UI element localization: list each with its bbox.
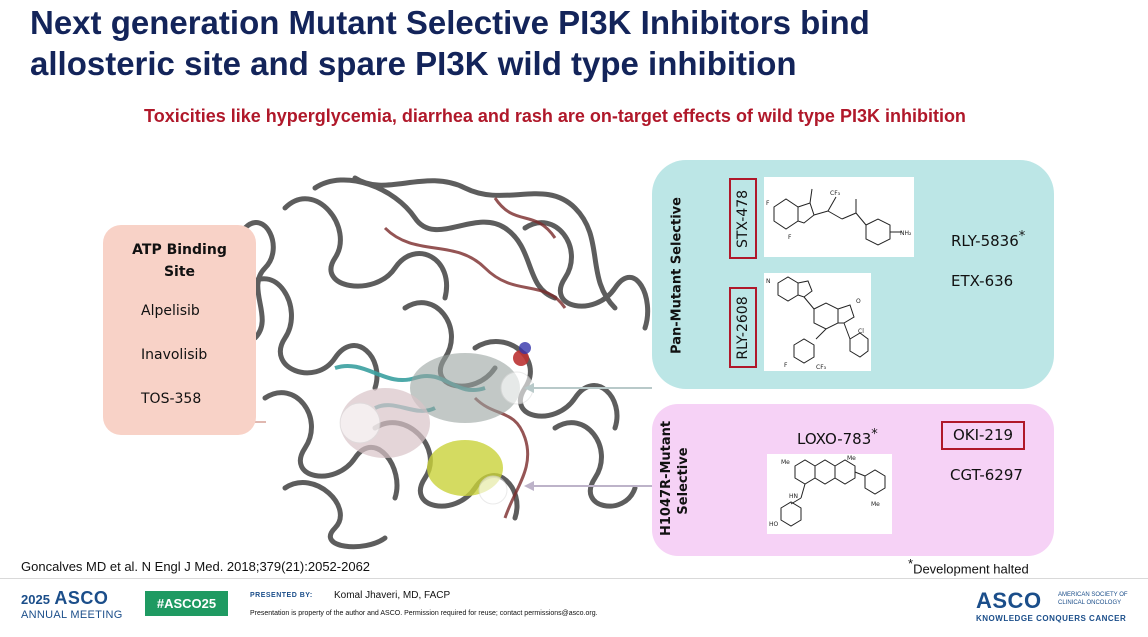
h1047r-mutant-label: H1047R-Mutant Selective bbox=[659, 420, 691, 536]
svg-text:Me: Me bbox=[871, 501, 880, 508]
footer-divider bbox=[0, 578, 1148, 579]
slide-subtitle: Toxicities like hyperglycemia, diarrhea … bbox=[144, 106, 966, 126]
svg-text:Me: Me bbox=[847, 455, 856, 462]
svg-text:HO: HO bbox=[769, 521, 779, 528]
svg-text:Cl: Cl bbox=[858, 328, 864, 335]
pan-mutant-label: Pan-Mutant Selective bbox=[669, 197, 685, 354]
stx-478-highlight: STX-478 bbox=[729, 178, 757, 259]
svg-text:F: F bbox=[784, 362, 788, 369]
rly-2608-highlight: RLY-2608 bbox=[729, 287, 757, 368]
drug-tos-358: TOS-358 bbox=[141, 391, 202, 407]
drug-alpelisib: Alpelisib bbox=[141, 303, 200, 319]
protein-structure-image bbox=[242, 175, 651, 550]
h1047r-mutant-selective-panel: H1047R-Mutant Selective LOXO-783* OKI-21… bbox=[652, 404, 1054, 556]
svg-text:F: F bbox=[788, 234, 792, 241]
drug-inavolisib: Inavolisib bbox=[141, 347, 208, 363]
atp-binding-site-panel: ATP Binding Site Alpelisib Inavolisib TO… bbox=[103, 225, 256, 435]
slide-title: Next generation Mutant Selective PI3K In… bbox=[30, 2, 1130, 84]
svg-text:NH₂: NH₂ bbox=[900, 230, 912, 237]
hashtag-badge: #ASCO25 bbox=[145, 591, 228, 616]
svg-text:Me: Me bbox=[781, 459, 790, 466]
presenter-name: Komal Jhaveri, MD, FACP bbox=[334, 590, 451, 601]
allosteric-pocket-gray bbox=[410, 353, 520, 423]
svg-text:N: N bbox=[766, 278, 771, 285]
drug-cgt-6297: CGT-6297 bbox=[950, 466, 1023, 484]
citation: Goncalves MD et al. N Engl J Med. 2018;3… bbox=[21, 559, 371, 574]
asco-annual-meeting-logo: 2025 ASCO ANNUAL MEETING bbox=[21, 588, 123, 621]
svg-text:CF₃: CF₃ bbox=[830, 190, 841, 197]
presented-by-label: PRESENTED BY: bbox=[250, 592, 313, 599]
title-line-1: Next generation Mutant Selective PI3K In… bbox=[30, 4, 870, 41]
disclaimer: Presentation is property of the author a… bbox=[250, 610, 598, 617]
drug-loxo-783: LOXO-783* bbox=[797, 427, 878, 448]
atp-binding-site-title: ATP Binding Site bbox=[132, 242, 227, 280]
loxo-783-structure-image: Me Me HN HO Me bbox=[767, 454, 892, 534]
drug-rly-5836: RLY-5836* bbox=[951, 229, 1026, 250]
oki-219-highlight: OKI-219 bbox=[941, 421, 1025, 450]
rly-2608-structure-image: N O Cl F CF₃ bbox=[764, 273, 871, 371]
drug-rly-2608: RLY-2608 bbox=[735, 295, 751, 360]
pan-mutant-selective-panel: Pan-Mutant Selective STX-478 F F CF₃ NH₂… bbox=[652, 160, 1054, 389]
pointer-arrows bbox=[524, 383, 652, 491]
svg-text:F: F bbox=[766, 200, 770, 207]
asco-logo: ASCO AMERICAN SOCIETY OF CLINICAL ONCOLO… bbox=[976, 588, 1128, 623]
drug-etx-636: ETX-636 bbox=[951, 272, 1014, 290]
development-halted-note: *Development halted bbox=[908, 556, 1029, 577]
title-line-2: allosteric site and spare PI3K wild type… bbox=[30, 45, 797, 82]
svg-text:CF₃: CF₃ bbox=[816, 364, 827, 371]
drug-stx-478: STX-478 bbox=[735, 189, 751, 248]
svg-text:O: O bbox=[856, 298, 861, 305]
svg-text:HN: HN bbox=[789, 493, 798, 500]
drug-oki-219: OKI-219 bbox=[952, 426, 1014, 444]
stx-478-structure-image: F F CF₃ NH₂ bbox=[764, 177, 914, 257]
